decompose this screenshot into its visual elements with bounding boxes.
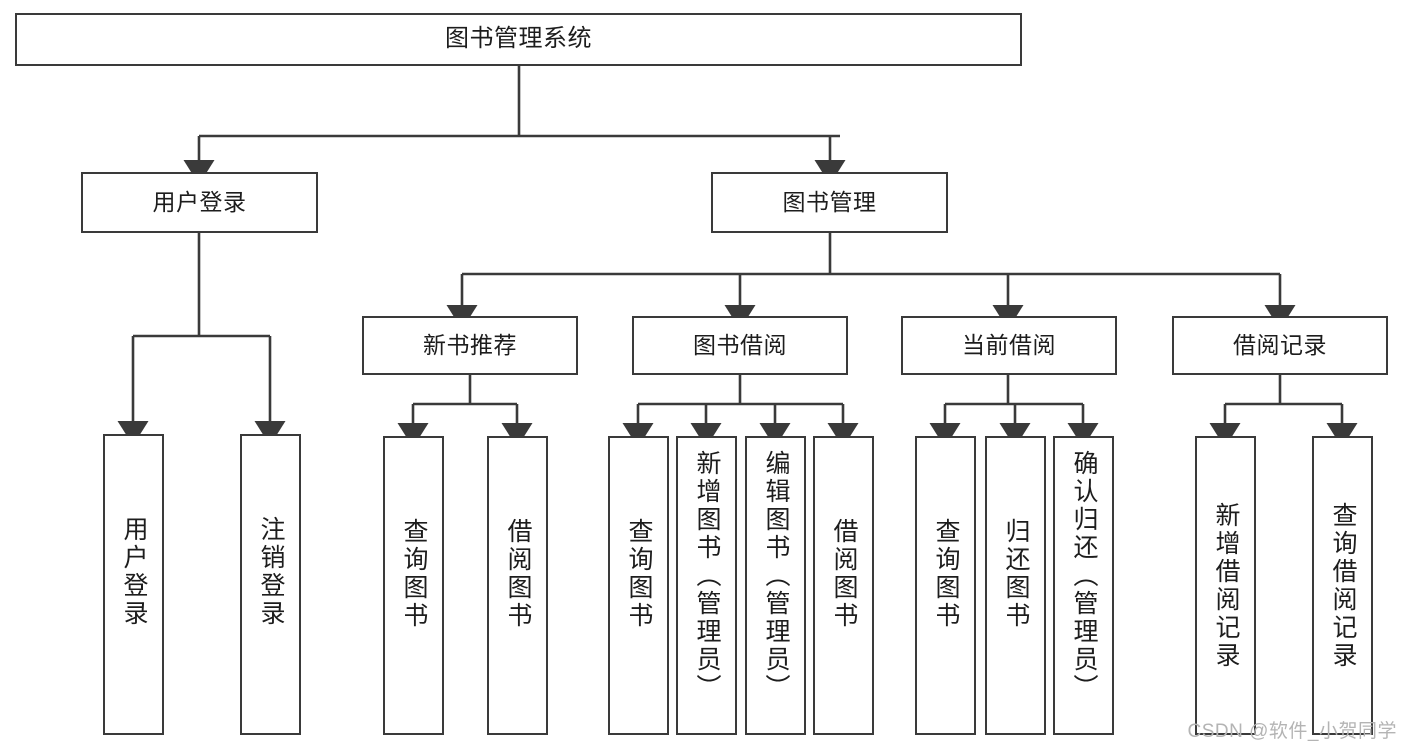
node-label: 查询图书: [932, 518, 960, 630]
node-leaf-logout-login[interactable]: 注销登录: [240, 434, 301, 735]
node-leaf-borrow-book-recommend[interactable]: 借阅图书: [487, 436, 548, 735]
node-user-login[interactable]: 用户登录: [81, 172, 318, 233]
node-label: 注销登录: [257, 516, 285, 628]
node-label: 当前借阅: [962, 331, 1056, 358]
node-label: 图书管理: [782, 188, 877, 215]
node-label: 归还图书: [1002, 518, 1030, 630]
node-label: 用户登录: [120, 516, 148, 628]
node-book-borrow[interactable]: 图书借阅: [632, 316, 848, 375]
node-leaf-return-book[interactable]: 归还图书: [985, 436, 1046, 735]
node-label: 新增图书（管理员）: [693, 450, 721, 702]
node-label: 查询图书: [625, 518, 653, 630]
node-label: 查询借阅记录: [1329, 502, 1357, 670]
node-label: 借阅图书: [830, 518, 858, 630]
node-leaf-query-borrow-record[interactable]: 查询借阅记录: [1312, 436, 1373, 735]
node-leaf-add-book[interactable]: 新增图书（管理员）: [676, 436, 737, 735]
node-leaf-borrow-book[interactable]: 借阅图书: [813, 436, 874, 735]
node-leaf-query-book-recommend[interactable]: 查询图书: [383, 436, 444, 735]
node-current-borrow[interactable]: 当前借阅: [901, 316, 1117, 375]
node-label: 图书借阅: [693, 331, 787, 358]
node-label: 借阅记录: [1233, 331, 1327, 358]
node-new-book-recommend[interactable]: 新书推荐: [362, 316, 578, 375]
node-label: 图书管理系统: [445, 25, 592, 53]
node-label: 借阅图书: [504, 518, 532, 630]
node-leaf-user-login[interactable]: 用户登录: [103, 434, 164, 735]
node-label: 新书推荐: [423, 331, 517, 358]
node-leaf-query-book-borrow[interactable]: 查询图书: [608, 436, 669, 735]
node-label: 新增借阅记录: [1212, 502, 1240, 670]
node-root-book-management-system[interactable]: 图书管理系统: [15, 13, 1022, 66]
node-leaf-query-book-current[interactable]: 查询图书: [915, 436, 976, 735]
node-label: 用户登录: [152, 188, 247, 215]
node-borrow-record[interactable]: 借阅记录: [1172, 316, 1388, 375]
node-leaf-confirm-return[interactable]: 确认归还（管理员）: [1053, 436, 1114, 735]
csdn-watermark: CSDN @软件_小贺同学: [1187, 721, 1397, 742]
node-book-management[interactable]: 图书管理: [711, 172, 948, 233]
node-label: 编辑图书（管理员）: [762, 450, 790, 702]
node-leaf-add-borrow-record[interactable]: 新增借阅记录: [1195, 436, 1256, 735]
node-leaf-edit-book[interactable]: 编辑图书（管理员）: [745, 436, 806, 735]
node-label: 查询图书: [400, 518, 428, 630]
node-label: 确认归还（管理员）: [1070, 450, 1098, 702]
